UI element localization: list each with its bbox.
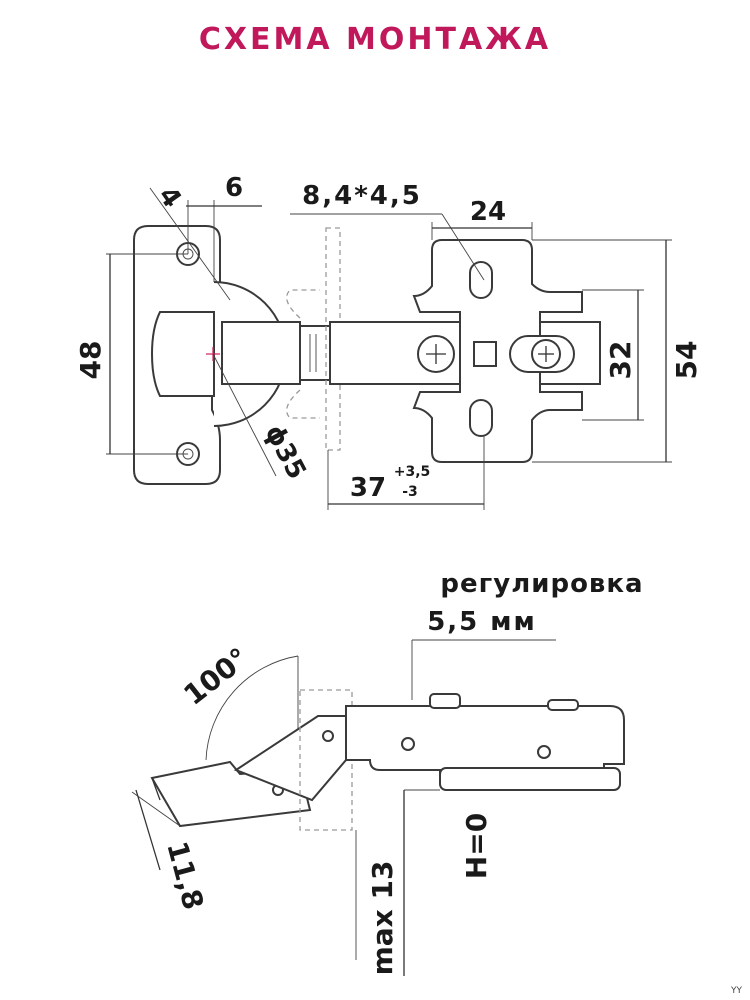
top-view-drawing [106, 187, 672, 510]
dim-11-8-label: 11,8 [160, 838, 210, 913]
dim-line-11-8 [135, 789, 161, 871]
dim-24-label: 24 [470, 197, 506, 227]
adjust-value: 5,5 мм [427, 607, 537, 637]
dim-h0-label: H=0 [460, 813, 493, 879]
side-base-plate [439, 767, 621, 791]
body-square-hole [473, 341, 497, 367]
dim-max13-label: max 13 [366, 861, 399, 976]
cup-recess [150, 311, 215, 397]
dim-37-lower-label: -3 [402, 484, 418, 500]
page-title: СХЕМА МОНТАЖА [198, 22, 552, 57]
dim-54-label: 54 [670, 341, 703, 380]
plate-slot-bottom [469, 399, 493, 437]
side-view-drawing [131, 639, 625, 976]
door-edge-dashed [325, 227, 341, 451]
dim-hole-label: 8,4*4,5 [302, 181, 422, 211]
dim-37-upper-label: +3,5 [394, 464, 431, 480]
adjust-label: регулировка [440, 569, 643, 599]
dim-32-label: 32 [604, 341, 637, 380]
mounting-plate [412, 239, 583, 463]
dim-line-diameter [212, 353, 277, 477]
watermark: YY [731, 986, 742, 996]
hinge-arm [221, 321, 301, 385]
dim-diameter-label: ϕ35 [258, 420, 311, 484]
dim-48-label: 48 [74, 341, 107, 380]
adjust-screw [429, 693, 461, 709]
hinge-knuckle [299, 325, 331, 381]
dim-4-label: 4 [152, 181, 187, 213]
angle-label: 100° [177, 641, 254, 712]
dim-6-label: 6 [225, 173, 243, 203]
plate-slot-top [469, 261, 493, 299]
angle-arc [205, 655, 299, 761]
dim-37-label: 37 [350, 473, 386, 503]
